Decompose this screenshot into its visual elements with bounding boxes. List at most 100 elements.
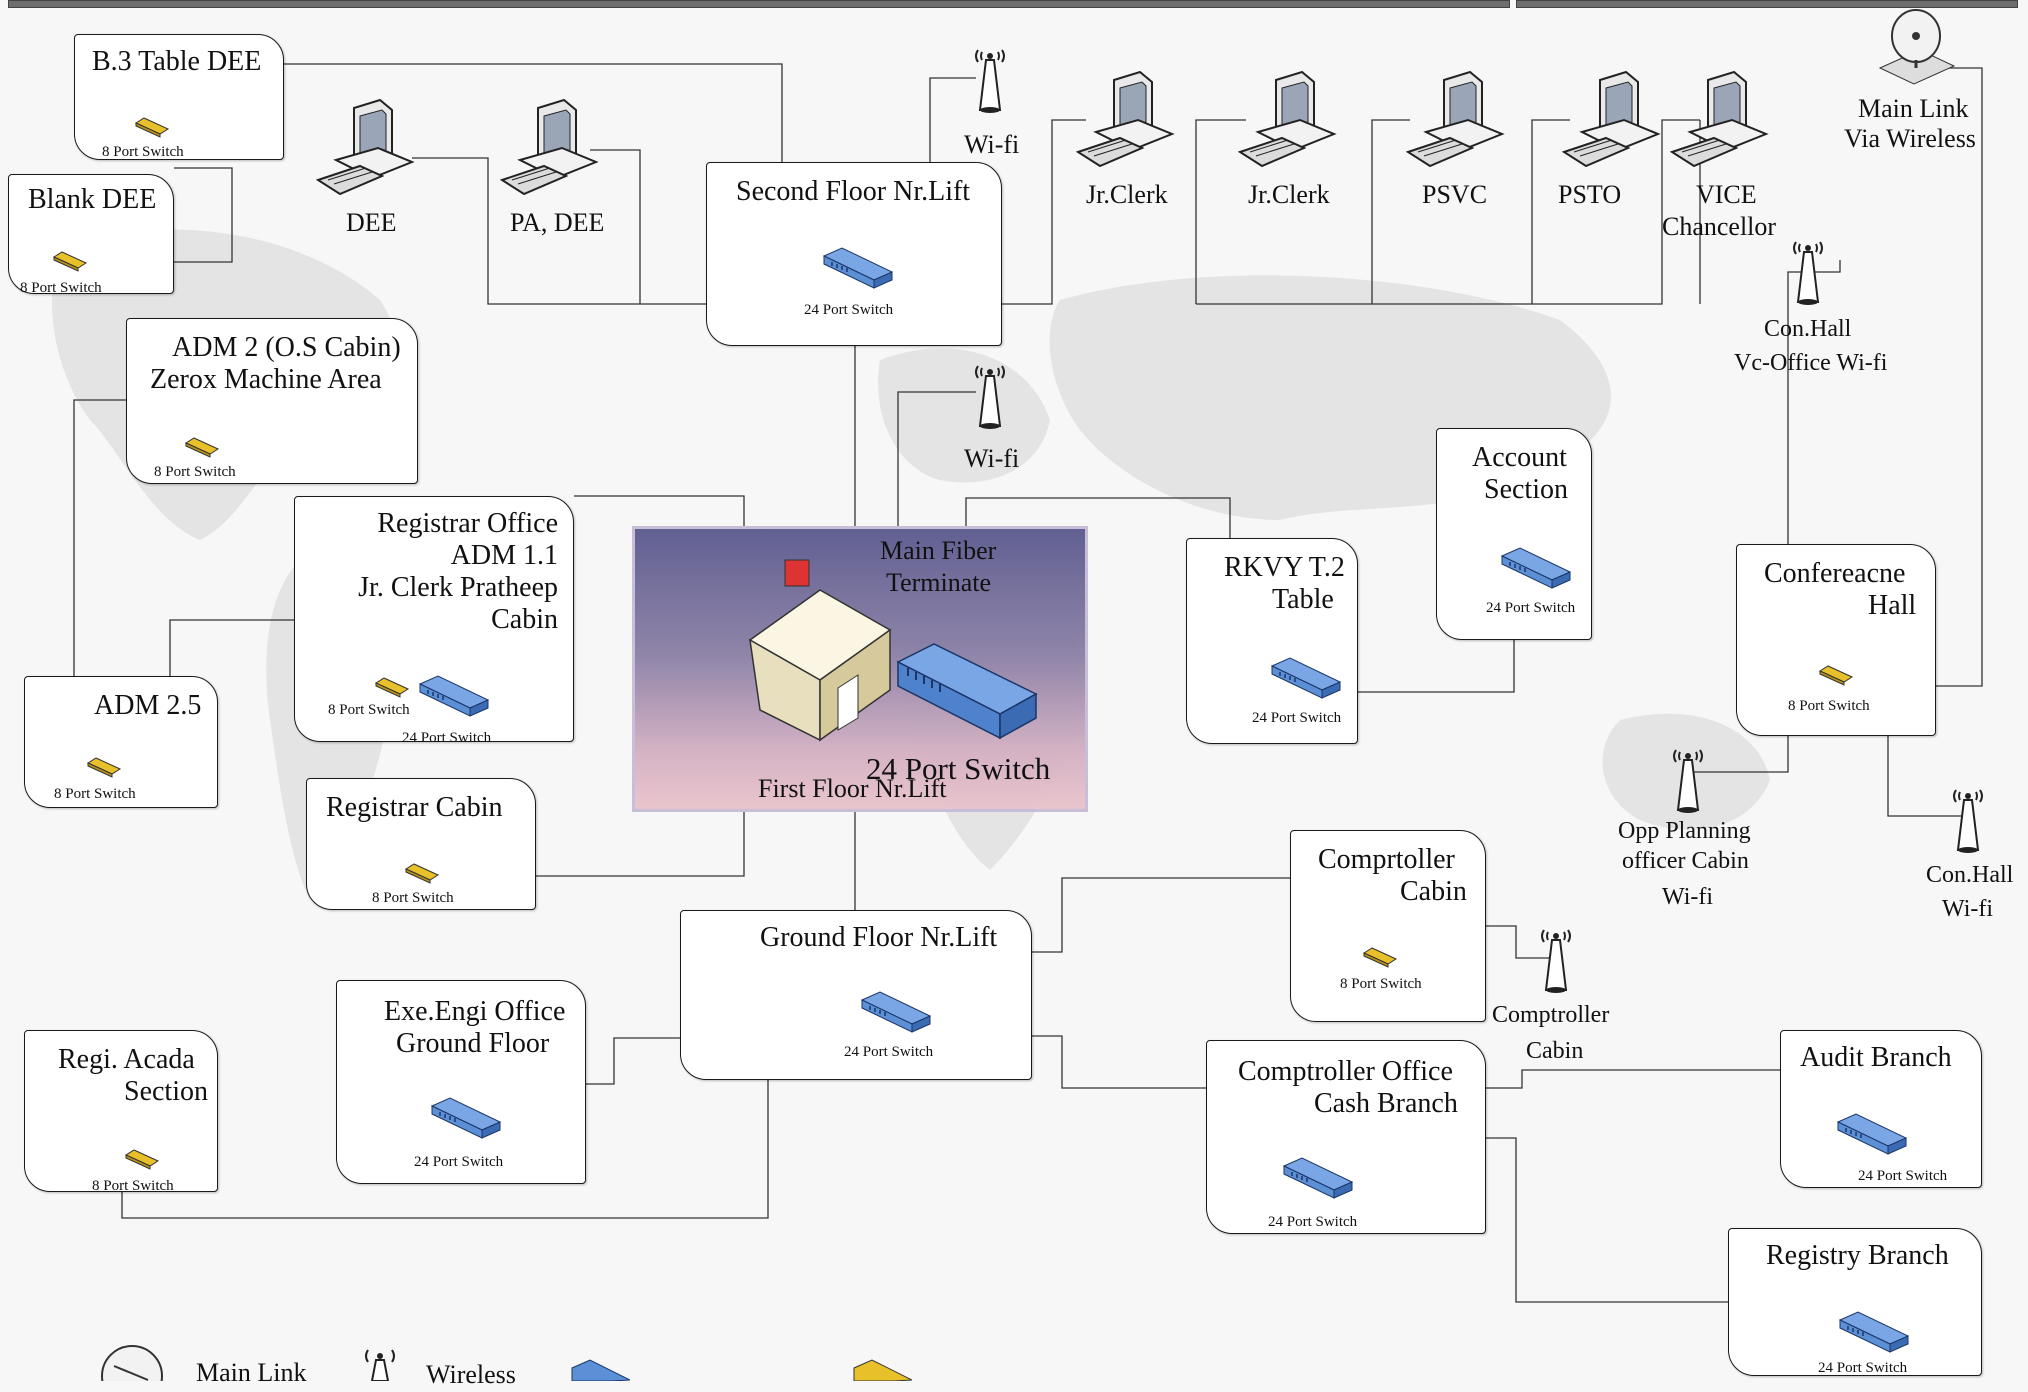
main-link-label: Main Link xyxy=(1858,94,1969,123)
wireless-antenna-icon xyxy=(1793,241,1823,305)
computer-icon xyxy=(1076,70,1175,168)
node-title: RKVY T.2 xyxy=(1224,552,1345,583)
node-rkvy xyxy=(1186,538,1358,744)
switch-8-port-icon xyxy=(134,117,170,138)
switch-label: 8 Port Switch xyxy=(92,1178,174,1194)
switch-24-port-icon xyxy=(1282,1157,1354,1199)
node-audit-branch xyxy=(1780,1030,1982,1188)
node-title: Ground Floor Nr.Lift xyxy=(760,922,998,953)
computer-label: VICE xyxy=(1696,180,1757,209)
node-title: ADM 2 (O.S Cabin) xyxy=(172,332,401,363)
computer-label: Jr.Clerk xyxy=(1248,180,1330,209)
switch-label: 24 Port Switch xyxy=(1252,710,1342,726)
switch-label: 8 Port Switch xyxy=(102,144,184,160)
switch-8-port-icon xyxy=(124,1149,160,1170)
switch-24-port-icon xyxy=(1836,1113,1908,1155)
node-title: Comprtoller xyxy=(1318,844,1455,875)
computer-label: Jr.Clerk xyxy=(1086,180,1168,209)
switch-label: 24 Port Switch xyxy=(1818,1360,1908,1376)
node-title: Audit Branch xyxy=(1800,1042,1952,1073)
switch-24-port-icon xyxy=(430,1097,502,1139)
satellite-dish-icon xyxy=(1878,9,1956,85)
title-bar-left xyxy=(8,0,1510,8)
wireless-antenna-icon xyxy=(975,49,1005,113)
switch-label: 24 Port Switch xyxy=(1858,1168,1948,1184)
node-ground-floor xyxy=(680,910,1032,1080)
computer-icon xyxy=(1406,70,1505,168)
node-title: B.3 Table DEE xyxy=(92,46,262,77)
switch-label: 24 Port Switch xyxy=(844,1044,934,1060)
switch-label: 24 Port Switch xyxy=(804,302,894,318)
node-title: Hall xyxy=(1868,590,1917,621)
node-title: Cash Branch xyxy=(1314,1088,1458,1119)
hub-label-line2: Terminate xyxy=(886,568,992,597)
wireless-antenna-icon xyxy=(1541,929,1571,993)
node-title: Registry Branch xyxy=(1766,1240,1949,1271)
switch-8-port-icon xyxy=(52,251,88,272)
legend-dish-icon xyxy=(101,1345,163,1381)
node-title: Exe.Engi Office xyxy=(384,996,566,1027)
node-title: Section xyxy=(124,1076,208,1107)
hub-switch-label: 24 Port Switch xyxy=(866,751,1051,786)
switch-24-port-icon xyxy=(1270,657,1342,699)
legend-switch-24-icon xyxy=(571,1359,630,1381)
wireless-antenna-icon xyxy=(975,365,1005,429)
switch-label: 8 Port Switch xyxy=(328,702,410,718)
computer-label: PSVC xyxy=(1422,180,1488,209)
node-exe-engi xyxy=(336,980,586,1184)
first-floor-label: First Floor Nr.Lift xyxy=(758,774,947,803)
computer-label: Chancellor xyxy=(1662,212,1777,241)
wifi-label: Wi-fi xyxy=(1942,896,1994,922)
building-icon xyxy=(748,559,892,742)
switch-label: 8 Port Switch xyxy=(154,464,236,480)
computer-icon xyxy=(316,98,415,196)
wifi-label: Con.Hall xyxy=(1764,316,1852,342)
node-adm25 xyxy=(24,676,218,808)
node-conference-hall xyxy=(1736,544,1936,736)
switch-8-port-icon xyxy=(404,863,440,884)
node-title: Cabin xyxy=(491,604,558,635)
switch-label: 8 Port Switch xyxy=(20,280,102,296)
wifi-label: Wi-fi xyxy=(1662,884,1714,910)
node-blank-dee xyxy=(8,174,174,294)
computer-icon xyxy=(1562,70,1661,168)
switch-8-port-icon xyxy=(1818,665,1854,686)
node-title: Cabin xyxy=(1400,876,1467,907)
computer-icon xyxy=(1670,70,1769,168)
node-b3-table-dee xyxy=(74,34,284,160)
node-title: Second Floor Nr.Lift xyxy=(736,176,971,207)
node-title: Table xyxy=(1272,584,1334,615)
wifi-label: Con.Hall xyxy=(1926,862,2014,888)
node-account xyxy=(1436,428,1592,640)
node-title: Confereacne xyxy=(1764,558,1906,589)
switch-label: 24 Port Switch xyxy=(1486,600,1576,616)
node-title: ADM 1.1 xyxy=(450,540,558,571)
node-title: Section xyxy=(1484,474,1568,505)
switch-8-port-icon xyxy=(1362,947,1398,968)
node-title: Registrar Office xyxy=(377,508,558,539)
legend-switch-8-icon xyxy=(853,1359,912,1381)
node-registrar-office xyxy=(294,496,574,742)
wifi-label: Opp Planning xyxy=(1618,818,1751,844)
node-title: Registrar Cabin xyxy=(326,792,503,823)
wireless-antenna-icon xyxy=(1953,789,1983,853)
title-bar-right xyxy=(1516,0,2018,8)
node-title: Zerox Machine Area xyxy=(150,364,382,395)
switch-label: 8 Port Switch xyxy=(1788,698,1870,714)
node-title: Regi. Acada xyxy=(58,1044,195,1075)
switch-label: 24 Port Switch xyxy=(1268,1214,1358,1230)
switch-8-port-icon xyxy=(86,757,122,778)
computer-icon xyxy=(500,98,599,196)
legend-wireless: Wireless xyxy=(426,1360,516,1389)
wireless-antenna-icon xyxy=(1673,749,1703,813)
node-registry-branch xyxy=(1728,1228,1982,1376)
node-title: Account xyxy=(1472,442,1567,473)
switch-label: 24 Port Switch xyxy=(402,730,492,746)
node-title: Ground Floor xyxy=(396,1028,550,1059)
node-regi-acada xyxy=(24,1030,218,1192)
computer-label: PA, DEE xyxy=(510,208,605,237)
switch-label: 8 Port Switch xyxy=(54,786,136,802)
hub-label-line1: Main Fiber xyxy=(880,536,997,565)
node-adm2 xyxy=(126,318,418,484)
